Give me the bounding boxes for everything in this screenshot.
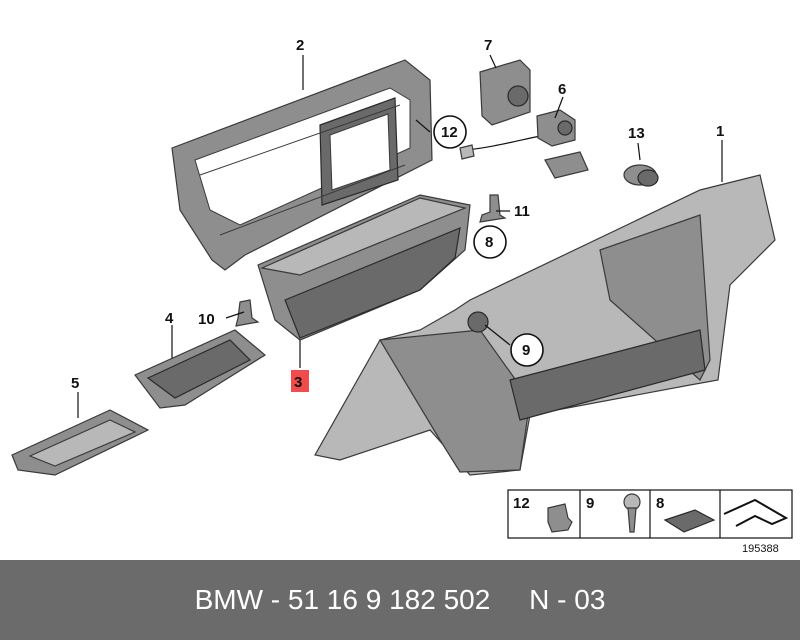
callout-12-circle	[433, 115, 467, 149]
part-number-text: BMW - 51 16 9 182 502 N - 03	[194, 584, 606, 615]
legend-9: 9	[586, 495, 594, 512]
part-11-bracket	[479, 194, 507, 223]
legend-8: 8	[656, 495, 664, 512]
callout-6: 6	[558, 81, 566, 98]
chevron-symbol-icon	[723, 498, 789, 527]
part-10-bracket	[235, 299, 260, 327]
callout-11: 11	[514, 203, 530, 220]
callout-4: 4	[165, 310, 174, 327]
diagram-number: 195388	[742, 543, 779, 555]
callout-8: 8	[485, 234, 493, 251]
callout-1: 1	[716, 123, 724, 140]
part-7-cap	[479, 59, 531, 126]
callout-8-circle	[473, 225, 507, 259]
callout-5: 5	[71, 375, 79, 392]
callout-10: 10	[198, 311, 215, 328]
callout-9-circle	[510, 333, 544, 367]
part-3-compartment	[257, 194, 471, 341]
leader-lines	[77, 54, 723, 418]
screw-icon	[623, 493, 641, 533]
callout-12: 12	[441, 124, 458, 141]
part-1-trim-panel	[314, 174, 776, 476]
legend-box: 12 9 8	[507, 489, 793, 539]
callout-3: 3	[294, 374, 302, 391]
part-13-plug	[623, 164, 659, 187]
clip-icon	[547, 503, 573, 533]
part-4-tray	[134, 329, 267, 409]
part-2-frame	[171, 59, 433, 271]
callout-13: 13	[628, 125, 645, 142]
callout-2: 2	[296, 37, 304, 54]
callout-9: 9	[522, 342, 530, 359]
part-number-footer: BMW - 51 16 9 182 502 N - 03	[0, 560, 800, 640]
parts-diagram: 2 1 7 6 13 11 10 4 5 3 12 8 9 12 9 8	[11, 37, 793, 555]
callout-7: 7	[484, 37, 492, 54]
legend-12: 12	[513, 495, 530, 512]
callout-3-highlight	[291, 370, 309, 392]
part-5-mat	[11, 409, 150, 476]
part-6-socket	[459, 109, 589, 179]
foam-pad-icon	[663, 509, 716, 533]
